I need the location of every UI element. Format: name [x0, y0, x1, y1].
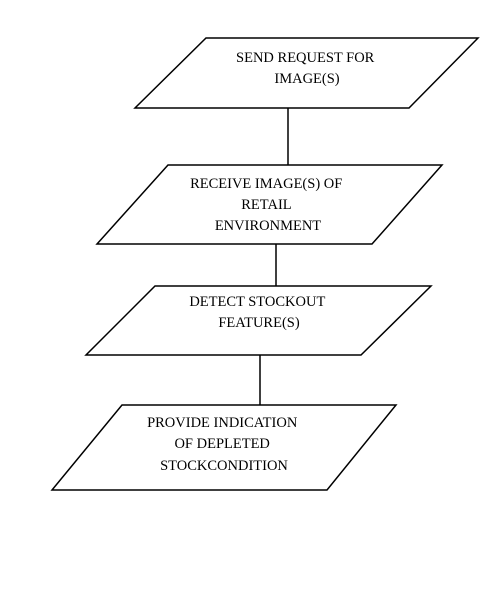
step-provide-indication-shape [50, 404, 398, 491]
step-send-request-label: SEND REQUEST FOR IMAGE(S) [236, 50, 378, 87]
step-receive-images-shape [95, 164, 444, 245]
step-send-request: SEND REQUEST FOR IMAGE(S) [133, 37, 480, 109]
step-provide-indication-line-2: OF DEPLETED [174, 436, 269, 452]
step-send-request-shape [133, 37, 480, 109]
step-provide-indication: PROVIDE INDICATION OF DEPLETED STOCKCOND… [50, 404, 398, 491]
step-receive-images-line-2: RETAIL [241, 197, 291, 213]
step-receive-images: RECEIVE IMAGE(S) OF RETAIL ENVIRONMENT [95, 164, 444, 245]
step-detect-stockout-label: DETECT STOCKOUT FEATURE(S) [189, 294, 328, 331]
step-receive-images-line-3: ENVIRONMENT [215, 218, 321, 234]
step-detect-stockout-line-2: FEATURE(S) [218, 315, 300, 331]
step-provide-indication-line-1: PROVIDE INDICATION [147, 415, 298, 431]
step-detect-stockout-line-1: DETECT STOCKOUT [189, 294, 325, 310]
step-send-request-line-1: SEND REQUEST FOR [236, 50, 375, 66]
step-provide-indication-line-3: STOCKCONDITION [160, 458, 288, 474]
step-provide-indication-label: PROVIDE INDICATION OF DEPLETED STOCKCOND… [147, 415, 301, 474]
step-send-request-line-2: IMAGE(S) [274, 71, 339, 87]
step-detect-stockout: DETECT STOCKOUT FEATURE(S) [84, 285, 433, 356]
step-detect-stockout-shape [84, 285, 433, 356]
step-receive-images-label: RECEIVE IMAGE(S) OF RETAIL ENVIRONMENT [190, 176, 346, 234]
step-receive-images-line-1: RECEIVE IMAGE(S) OF [190, 176, 342, 192]
